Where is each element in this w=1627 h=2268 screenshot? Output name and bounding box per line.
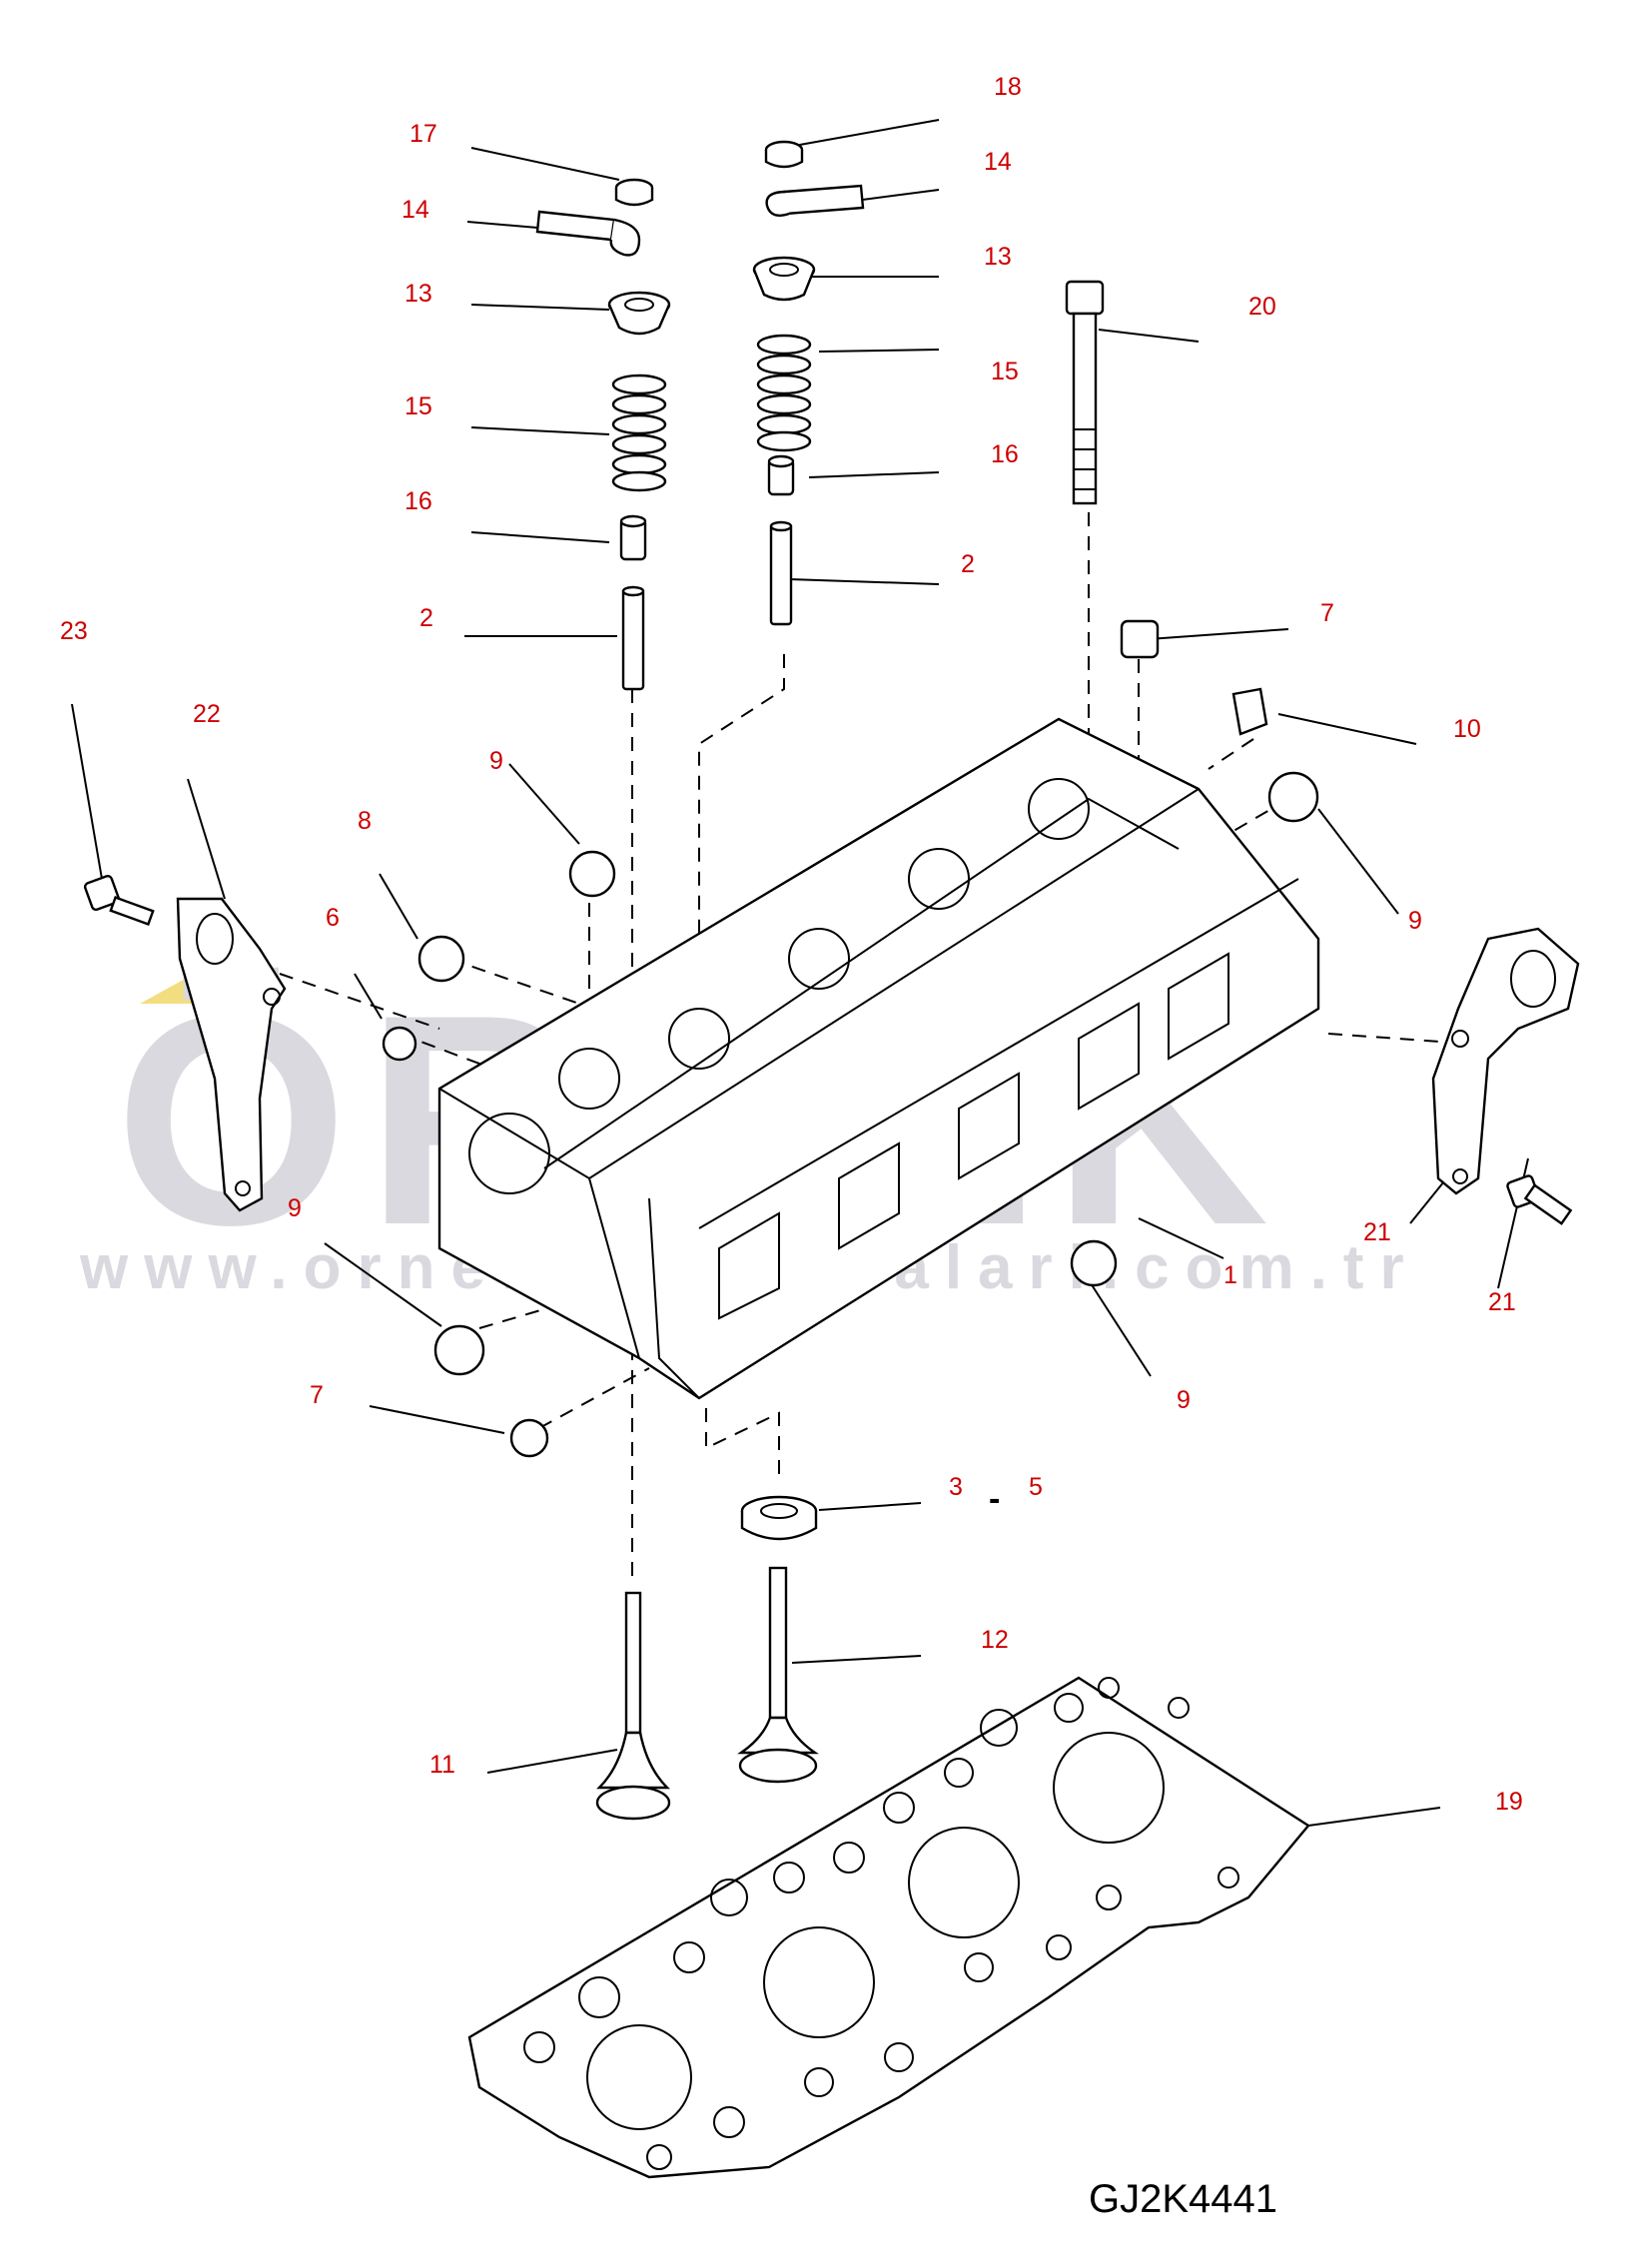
- callout-19: 20: [1248, 293, 1276, 321]
- diagram-code: GJ2K4441: [1089, 2177, 1277, 2221]
- callout-11: 11: [429, 1751, 455, 1779]
- range-separator: -: [989, 1480, 1000, 1518]
- callout-20: 21: [1363, 1218, 1391, 1246]
- callout-21: 21: [1488, 1288, 1516, 1316]
- valve-seal: [740, 1495, 818, 1541]
- callout-5: 5: [1029, 1473, 1043, 1501]
- callout-2-left: 2: [419, 604, 433, 632]
- left-valve-stack: [535, 178, 671, 691]
- callout-16-right: 16: [991, 440, 1019, 468]
- callout-9-left: 9: [288, 1194, 302, 1222]
- callout-1: 1: [1223, 1261, 1237, 1289]
- plugs: [382, 619, 1319, 1458]
- callout-7-bottom: 7: [310, 1381, 324, 1409]
- valves: [595, 1566, 819, 1821]
- cylinder-head: [437, 717, 1320, 1400]
- callout-17-left: 17: [409, 120, 437, 148]
- callout-22: 22: [193, 700, 221, 728]
- callout-3: 3: [949, 1473, 963, 1501]
- callout-13-left: 13: [405, 280, 432, 308]
- callout-13-right: 13: [984, 243, 1012, 271]
- head-gasket: [467, 1676, 1310, 2179]
- callout-16-left: 16: [405, 487, 432, 515]
- callout-14-right: 14: [984, 148, 1012, 176]
- callout-23: 23: [60, 617, 88, 645]
- lifting-brackets: [176, 897, 1580, 1212]
- head-bolt: [1065, 280, 1105, 505]
- callout-12: 12: [981, 1626, 1009, 1654]
- leader-lines: [71, 119, 1529, 1827]
- right-valve-stack: [752, 140, 865, 626]
- callout-2-right: 2: [961, 550, 975, 578]
- callout-17-right: 18: [994, 73, 1022, 101]
- bracket-bolts: [83, 874, 1573, 1225]
- callout-9-bottom: 9: [1177, 1386, 1191, 1414]
- callout-10: 10: [1453, 715, 1481, 743]
- callouts: 17 14 13 15 16 2 18 14 13 20 15 16 2 23 …: [60, 73, 1523, 1816]
- callout-15-right: 15: [991, 358, 1019, 385]
- callout-15-left: 15: [405, 392, 432, 420]
- callout-6: 6: [326, 904, 340, 932]
- callout-14-left: 14: [402, 196, 429, 224]
- callout-8: 8: [358, 807, 372, 835]
- callout-9-right: 9: [1408, 907, 1422, 935]
- callout-7-top: 7: [1320, 599, 1334, 627]
- callout-18: 19: [1495, 1788, 1523, 1816]
- callout-9-center: 9: [489, 747, 503, 775]
